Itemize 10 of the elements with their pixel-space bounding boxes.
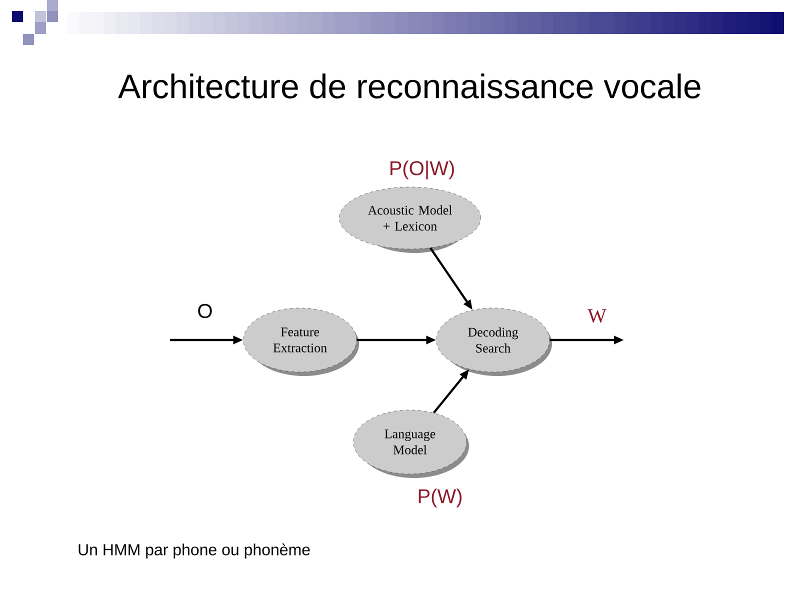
ellipse-node: Feature Extraction [243,308,359,376]
ellipse-node: Acoustic Model + Lexicon [339,186,481,253]
title: Architecture de reconnaissance vocale [118,74,700,98]
probability-label: P(O|W) [390,160,454,180]
ellipse-node: Language Model [353,410,469,478]
note: Un HMM par phone ou phonème [78,543,310,559]
ellipse-node: Decoding Search [436,308,552,376]
edge-label: O [198,304,212,318]
probability-label: P(W) [418,488,462,508]
edge-label: W [588,309,606,323]
